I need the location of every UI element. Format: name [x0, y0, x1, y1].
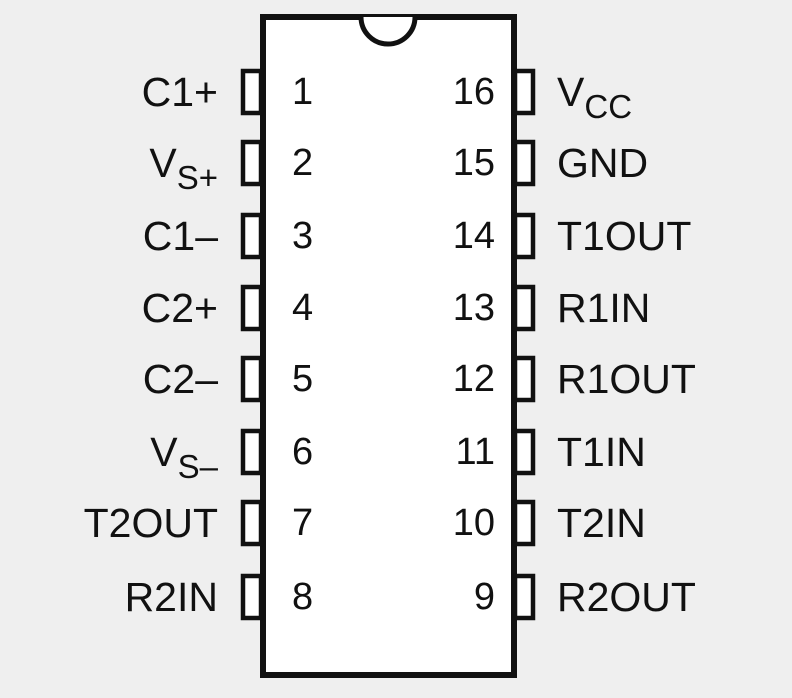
pin-name-text: C1– — [142, 213, 218, 259]
pin-number-13: 13 — [452, 287, 495, 329]
pin-number-16: 16 — [452, 71, 495, 113]
pin-number-2: 2 — [292, 142, 314, 184]
pin-label-15: GND — [557, 141, 777, 185]
right-pin-10 — [512, 499, 536, 547]
left-pin-6 — [240, 428, 264, 476]
pin-name-text: V — [149, 140, 177, 186]
pin-label-1: C1+ — [18, 70, 218, 114]
pin-label-4: C2+ — [18, 286, 218, 330]
left-pin-7 — [240, 499, 264, 547]
pin-number-6: 6 — [292, 431, 314, 473]
right-pin-14 — [512, 212, 536, 260]
pin-label-14: T1OUT — [557, 214, 777, 258]
pin-name-subscript: CC — [584, 88, 633, 125]
right-pin-9 — [512, 573, 536, 621]
left-pin-2 — [240, 139, 264, 187]
pin-label-10: T2IN — [557, 501, 777, 545]
right-pin-12 — [512, 355, 536, 403]
pin-name-text: R1OUT — [557, 356, 696, 402]
pin-number-5: 5 — [292, 358, 314, 400]
left-pin-1 — [240, 68, 264, 116]
pin-label-5: C2– — [18, 357, 218, 401]
pin-name-text: GND — [557, 140, 649, 186]
pin-name-text: T2OUT — [83, 500, 218, 546]
pin-name-text: V — [557, 69, 585, 115]
pin-label-11: T1IN — [557, 430, 777, 474]
pin-name-text: C2+ — [141, 285, 218, 331]
pin-number-1: 1 — [292, 71, 314, 113]
pin-label-8: R2IN — [18, 575, 218, 619]
right-pin-16 — [512, 68, 536, 116]
pin-name-text: T2IN — [557, 500, 646, 546]
pin-label-3: C1– — [18, 214, 218, 258]
pin-number-15: 15 — [452, 142, 495, 184]
pin-label-6: VS– — [18, 429, 218, 483]
pin-number-8: 8 — [292, 576, 314, 618]
pin-number-9: 9 — [473, 576, 495, 618]
pin-name-text: C2– — [142, 356, 218, 402]
pin-name-text: T1IN — [557, 429, 646, 475]
pin-name-subscript: S– — [177, 448, 218, 485]
pin-number-3: 3 — [292, 215, 314, 257]
pin-label-2: VS+ — [18, 140, 218, 194]
pin-number-7: 7 — [292, 502, 314, 544]
pin-name-text: R1IN — [557, 285, 651, 331]
right-pin-11 — [512, 428, 536, 476]
pin-label-9: R2OUT — [557, 575, 777, 619]
pin-label-12: R1OUT — [557, 357, 777, 401]
left-pin-4 — [240, 284, 264, 332]
left-pin-8 — [240, 573, 264, 621]
pin-name-text: R2IN — [124, 574, 218, 620]
right-pin-15 — [512, 139, 536, 187]
pin-group — [240, 68, 536, 621]
pin-name-subscript: S+ — [176, 159, 218, 196]
pin-number-10: 10 — [452, 502, 495, 544]
pin-number-4: 4 — [292, 287, 314, 329]
left-pin-5 — [240, 355, 264, 403]
pin-number-12: 12 — [452, 358, 495, 400]
left-pin-3 — [240, 212, 264, 260]
pin-name-text: C1+ — [141, 69, 218, 115]
pin-name-text: R2OUT — [557, 574, 696, 620]
pin-name-text: V — [150, 429, 178, 475]
chip-body — [260, 14, 517, 678]
pin-label-13: R1IN — [557, 286, 777, 330]
pin-number-14: 14 — [452, 215, 495, 257]
pin-label-16: VCC — [557, 69, 777, 123]
pin-label-7: T2OUT — [18, 501, 218, 545]
pin-number-11: 11 — [455, 431, 495, 473]
right-pin-13 — [512, 284, 536, 332]
pin-name-text: T1OUT — [557, 213, 692, 259]
orientation-notch — [358, 16, 418, 47]
